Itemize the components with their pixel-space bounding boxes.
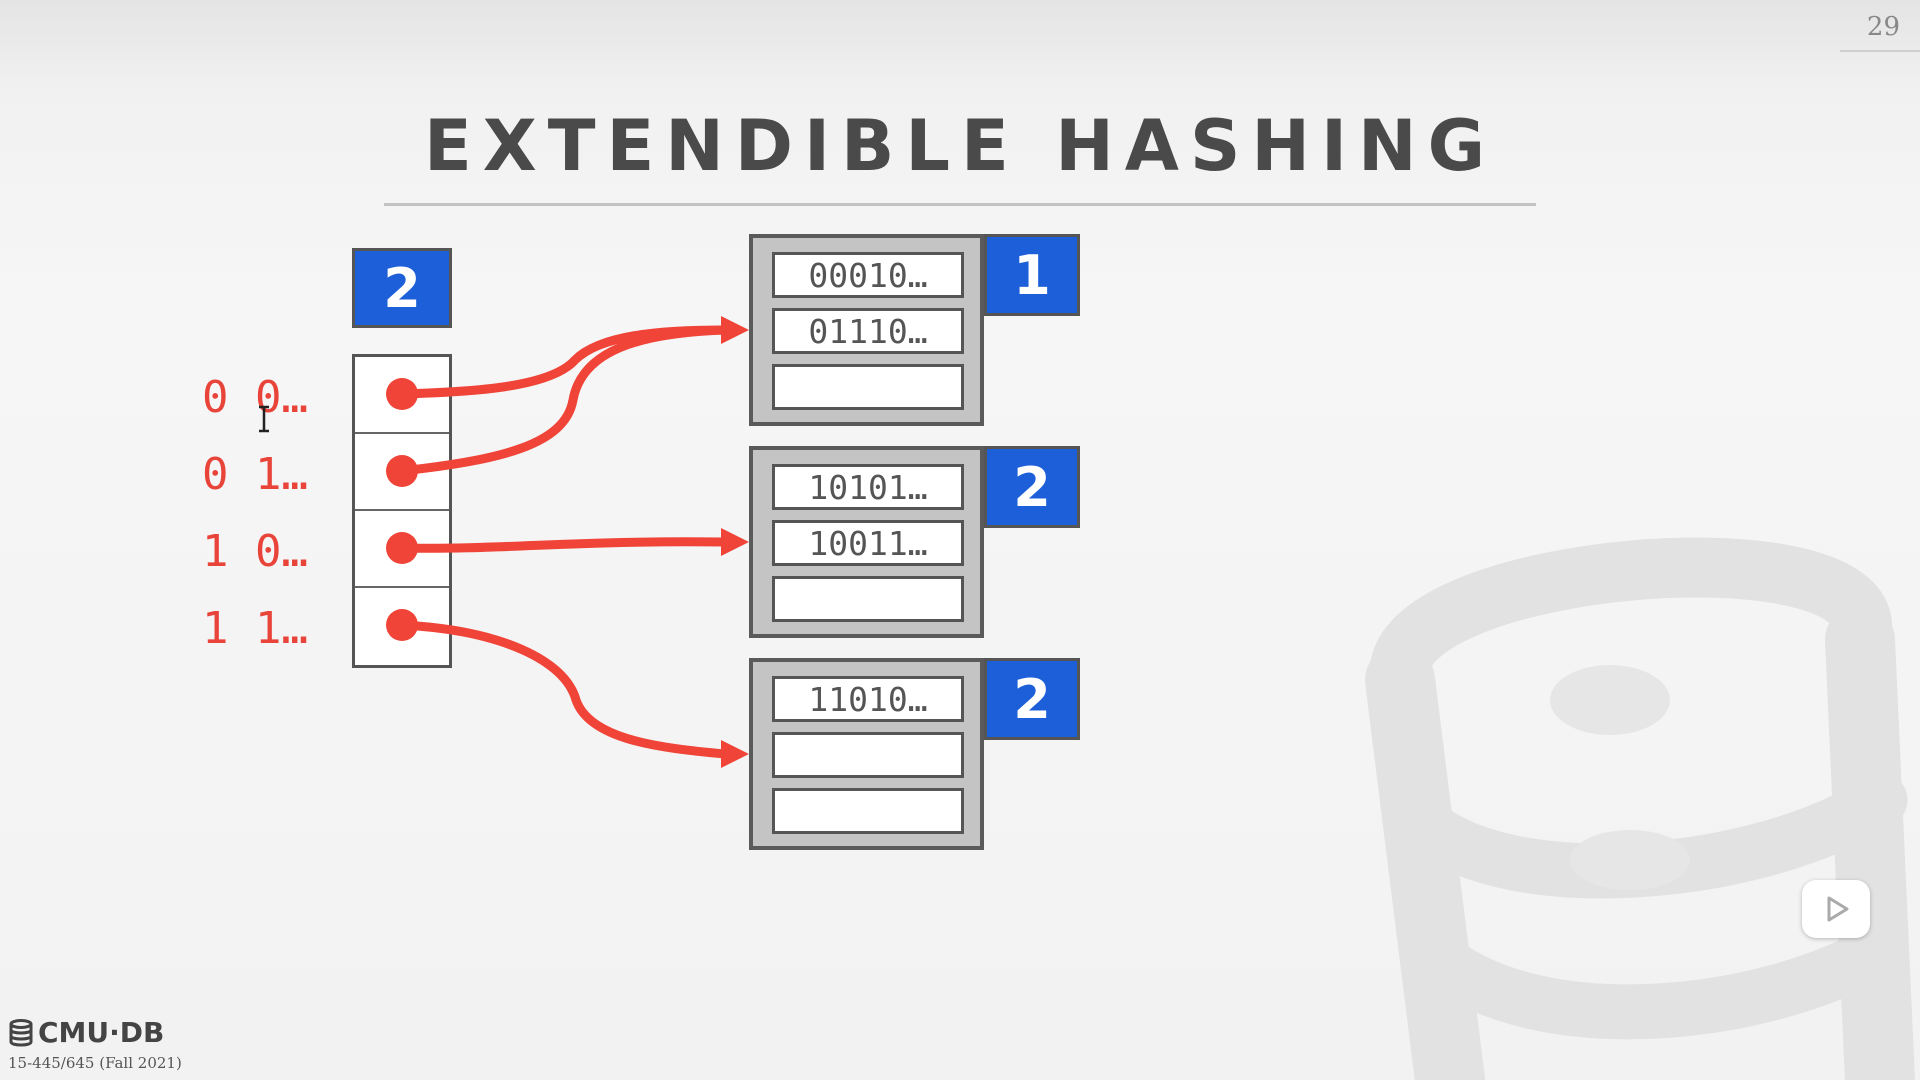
text-cursor-icon <box>259 405 269 433</box>
slide-number-divider <box>1840 50 1920 52</box>
bucket-entry: 00010… <box>772 252 964 298</box>
arrow-10-to-bucket-2 <box>397 537 730 553</box>
directory-prefix-00: 0 0… <box>202 372 308 423</box>
bucket-entry <box>772 576 964 622</box>
slide-title: EXTENDIBLE HASHING <box>423 105 1497 187</box>
bucket-entry <box>772 788 964 834</box>
bucket-entry <box>772 364 964 410</box>
play-icon <box>1827 896 1849 922</box>
pointer-dot <box>386 609 418 641</box>
slide-number: 29 <box>1866 12 1900 42</box>
database-icon <box>9 1018 33 1046</box>
arrow-01-to-bucket-1 <box>397 325 730 476</box>
directory-prefix-11: 1 1… <box>202 603 308 654</box>
title-divider <box>384 203 1536 206</box>
course-code: 15-445/645 (Fall 2021) <box>8 1054 182 1072</box>
bucket-entry: 01110… <box>772 308 964 354</box>
bucket-2-local-depth: 2 <box>984 446 1080 528</box>
directory-slot <box>355 434 449 511</box>
bucket-3: 11010… <box>749 658 984 850</box>
global-depth-box: 2 <box>352 248 452 328</box>
cmu-db-logo: CMU·DB <box>8 1016 164 1049</box>
bucket-3-local-depth: 2 <box>984 658 1080 740</box>
arrow-00-to-bucket-1 <box>397 325 730 399</box>
arrowhead <box>721 316 749 344</box>
pointer-dot <box>386 532 418 564</box>
directory-prefix-10: 1 0… <box>202 526 308 577</box>
bucket-1-local-depth: 1 <box>984 234 1080 316</box>
bucket-entry: 10011… <box>772 520 964 566</box>
arrow-11-to-bucket-3 <box>397 620 730 759</box>
bucket-2: 10101… 10011… <box>749 446 984 638</box>
pointer-dot <box>386 378 418 410</box>
arrowhead <box>721 740 749 768</box>
play-button[interactable] <box>1802 880 1870 938</box>
directory-prefix-01: 0 1… <box>202 449 308 500</box>
pointer-dot <box>386 455 418 487</box>
arrowhead <box>721 528 749 556</box>
directory-slot <box>355 357 449 434</box>
bucket-entry <box>772 732 964 778</box>
logo-text: CMU·DB <box>38 1016 165 1049</box>
bucket-1: 00010… 01110… <box>749 234 984 426</box>
bucket-entry: 10101… <box>772 464 964 510</box>
bucket-entry: 11010… <box>772 676 964 722</box>
directory-slot <box>355 511 449 588</box>
